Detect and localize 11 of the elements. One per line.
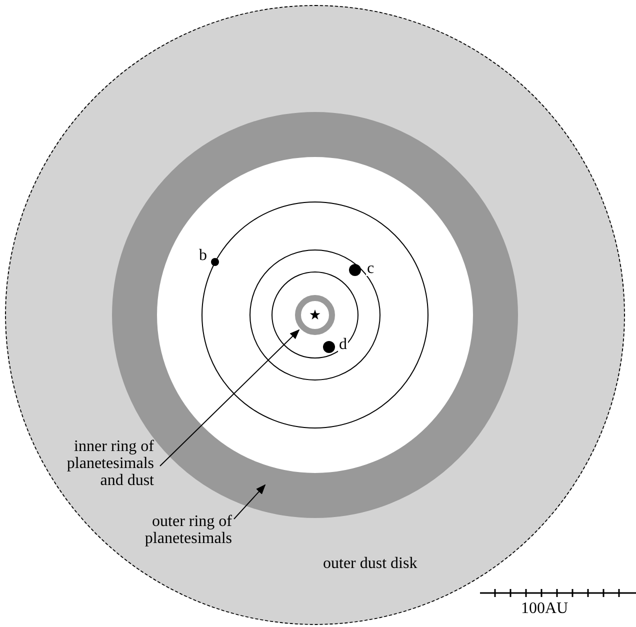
arrow (160, 329, 300, 466)
planet-label: d (338, 338, 348, 352)
scale-label: 100AU (521, 600, 568, 617)
region-label: outer dust disk (323, 555, 418, 572)
planetesimal-ring (295, 295, 335, 335)
callout-label: inner ring of planetesimals and dust (50, 438, 154, 489)
arrow (234, 484, 266, 520)
planet-dot (323, 341, 335, 353)
planet-label: b (198, 249, 208, 263)
planet-dot (349, 264, 361, 276)
callout-label: outer ring of planetesimals (120, 513, 232, 547)
